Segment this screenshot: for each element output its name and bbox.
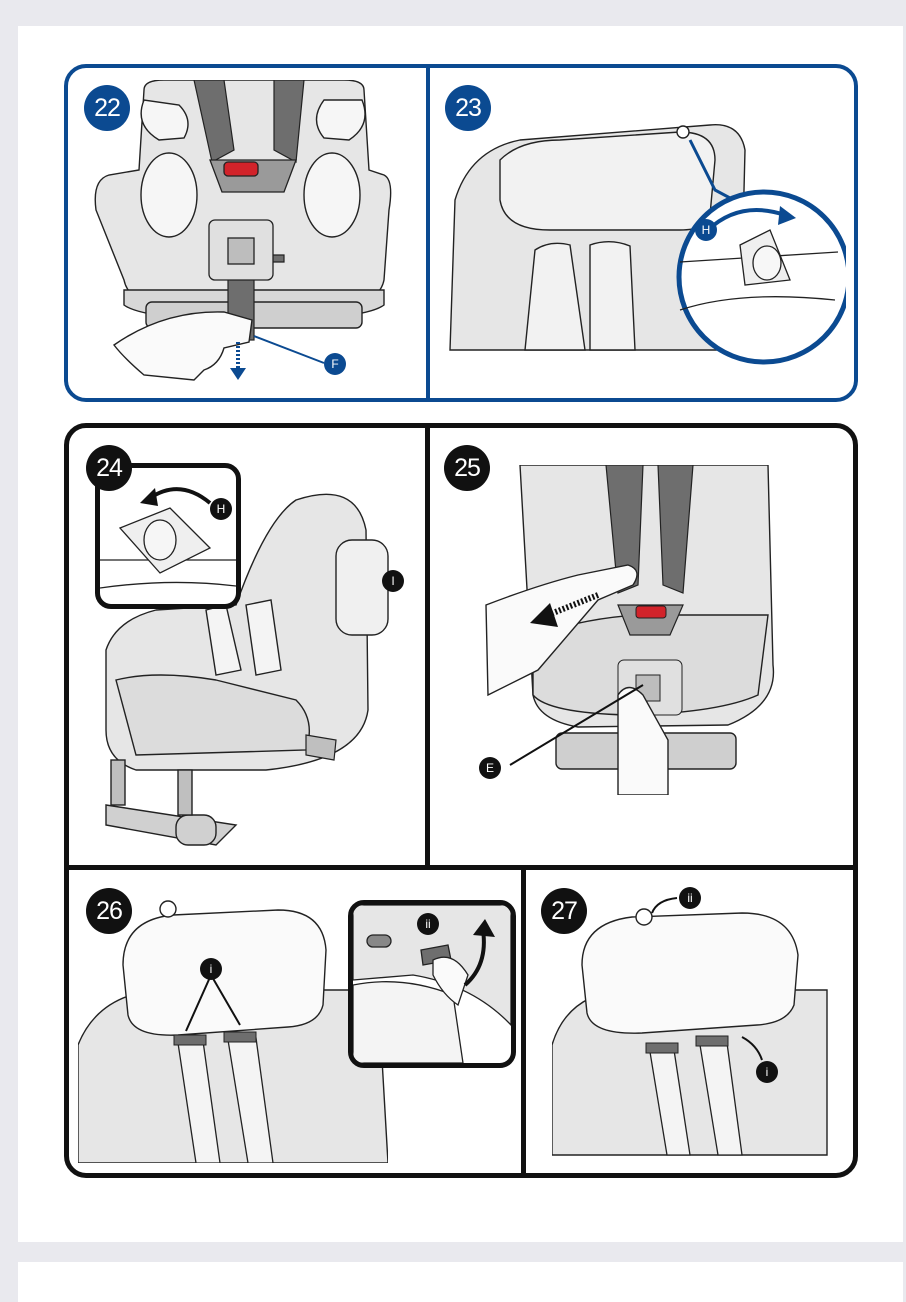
divider-black-vertical-top [425, 426, 430, 868]
illustration-23 [449, 124, 846, 365]
step-number-24: 24 [86, 445, 132, 491]
divider-black-vertical-bottom [521, 868, 526, 1176]
inset-26 [348, 900, 516, 1068]
curved-arrow-left-icon [148, 487, 212, 505]
pull-arrow-icon [530, 592, 600, 627]
next-page-edge [18, 1262, 903, 1302]
illustration-25 [485, 465, 775, 795]
step-number-25: 25 [444, 445, 490, 491]
label-I: I [382, 570, 404, 592]
label-ii: ii [417, 913, 439, 935]
divider-black-horizontal [66, 865, 856, 870]
label-i: i [200, 958, 222, 980]
illustration-26 [78, 900, 388, 1163]
label-F: F [324, 353, 346, 375]
illustration-27 [552, 897, 828, 1156]
panel-group-blue [64, 64, 858, 402]
divider-blue-vertical [426, 66, 430, 400]
arrow-down-icon [230, 368, 246, 380]
step-number-27: 27 [541, 888, 587, 934]
label-i-27: i [756, 1061, 778, 1083]
label-ii-27: ii [679, 887, 701, 909]
label-H: H [695, 219, 717, 241]
step-number-22: 22 [84, 85, 130, 131]
step-number-23: 23 [445, 85, 491, 131]
illustration-24 [105, 493, 389, 846]
panel-group-black [64, 423, 858, 1178]
label-E: E [479, 757, 501, 779]
illustration-22 [94, 80, 392, 381]
step-number-26: 26 [86, 888, 132, 934]
label-H-24: H [210, 498, 232, 520]
